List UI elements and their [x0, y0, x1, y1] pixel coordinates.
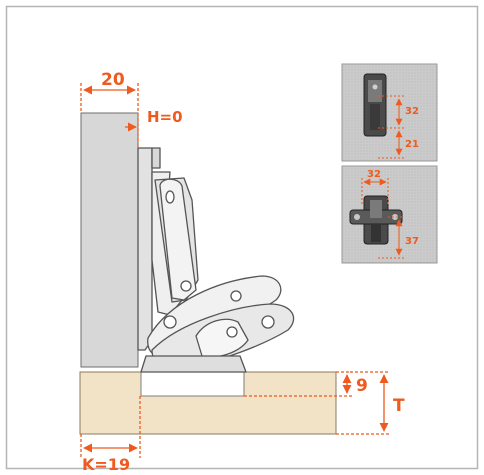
distance-k-label: K=19: [82, 455, 130, 474]
door-panel: [80, 112, 139, 368]
dimension-lines: [80, 83, 390, 458]
hinge-mechanism: [137, 147, 295, 373]
overlay-width-label: 20: [101, 70, 125, 90]
thumbnail-bottom: 32 37: [341, 165, 438, 264]
thumb-top-label-32: 32: [405, 106, 419, 117]
overlay-h-label: H=0: [147, 108, 183, 126]
thumb-bottom-label-37: 37: [405, 236, 419, 247]
thumb-bottom-label-32: 32: [367, 169, 381, 180]
cup-depth-label: 9: [356, 376, 368, 396]
hinge-cup: [140, 371, 245, 397]
thumbnail-top: 32 21: [341, 63, 438, 162]
panel-thickness-label: T: [393, 396, 405, 416]
thumb-top-label-21: 21: [405, 139, 419, 150]
